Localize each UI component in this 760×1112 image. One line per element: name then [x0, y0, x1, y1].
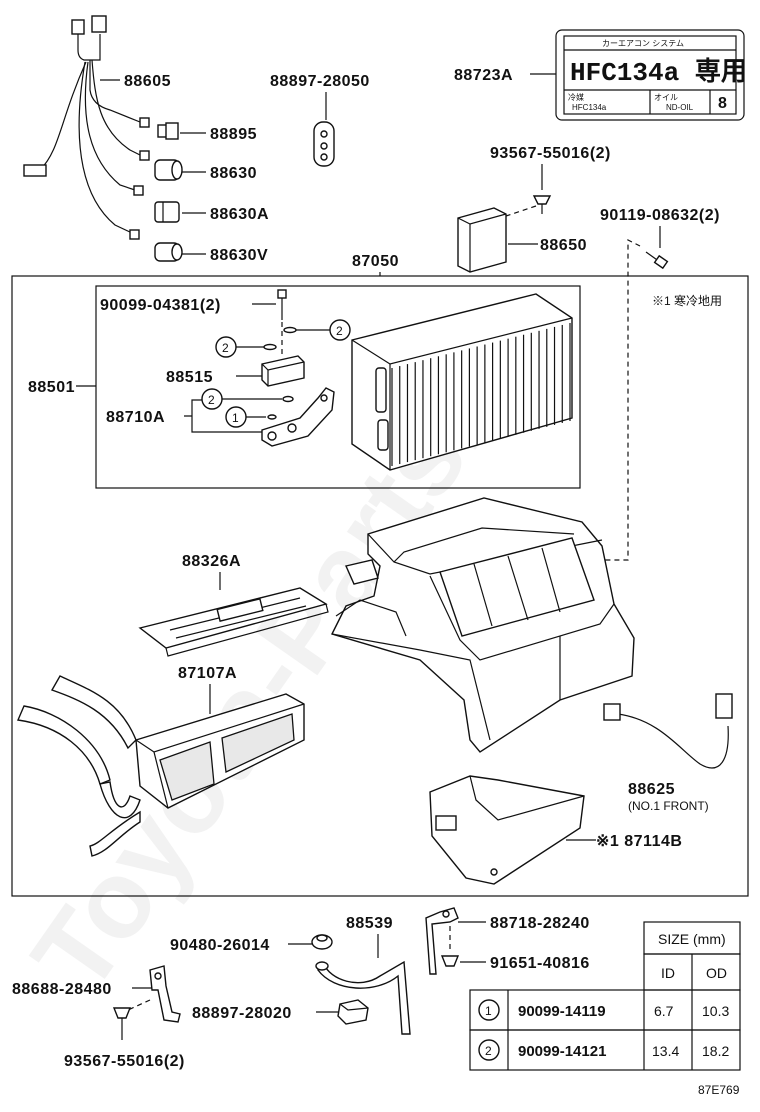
- size-row-1-part: 90099-14119: [518, 1003, 606, 1020]
- size-row-2-part: 90099-14121: [518, 1043, 606, 1060]
- clip-88897-28020[interactable]: [337, 999, 369, 1025]
- bolt-91651[interactable]: [440, 926, 460, 967]
- expansion-valve-88515[interactable]: [261, 355, 305, 387]
- label-88630: 88630: [210, 165, 257, 182]
- cover-87114B[interactable]: [429, 775, 585, 885]
- amplifier-88650[interactable]: [457, 207, 507, 273]
- size-table: SIZE (mm) ID OD 1 90099-14119 6.7 10.3 2…: [469, 921, 741, 1071]
- callout-1-text: 1: [232, 411, 239, 425]
- size-table-title: SIZE (mm): [658, 931, 726, 947]
- label-93567-top: 93567-55016(2): [490, 145, 611, 162]
- size-table-col-id: ID: [661, 965, 675, 981]
- o-ring-callout-2c: 2: [201, 388, 294, 410]
- heater-core-87107A[interactable]: [16, 675, 305, 857]
- filter-88326A[interactable]: [138, 587, 329, 657]
- label-87114B: ※1 87114B: [596, 833, 682, 850]
- label-88630V: 88630V: [210, 247, 268, 264]
- o-ring-callout-1: 1: [225, 406, 277, 428]
- label-90480: 90480-26014: [170, 937, 270, 954]
- wire-harness-88605[interactable]: [23, 15, 150, 240]
- hfc-number: 8: [718, 95, 727, 112]
- label-88515: 88515: [166, 369, 213, 386]
- hfc-main: HFC134a 専用: [570, 57, 747, 88]
- label-88897-28050: 88897-28050: [270, 73, 370, 90]
- size-row-2-no: 2: [485, 1044, 492, 1058]
- label-88723A: 88723A: [454, 67, 513, 84]
- label-93567-bottom: 93567-55016(2): [64, 1053, 185, 1070]
- frame-88501: [95, 285, 581, 489]
- hfc-oil-label: オイル: [654, 93, 678, 102]
- note-cold-region: ※1 寒冷地用: [652, 293, 722, 308]
- grommet-90480[interactable]: [311, 934, 333, 950]
- pipe-fitting-88710A[interactable]: [261, 387, 335, 447]
- callout-2b-text: 2: [222, 341, 229, 355]
- frame-87050: [11, 275, 749, 897]
- size-table-col-od: OD: [706, 965, 727, 981]
- wire-88625[interactable]: [603, 693, 733, 769]
- bolt-90119[interactable]: [645, 251, 669, 270]
- size-row-2-od: 18.2: [702, 1043, 729, 1059]
- connector-88895[interactable]: [157, 122, 179, 140]
- drain-hose-88539[interactable]: [315, 960, 411, 1035]
- label-88895: 88895: [210, 126, 257, 143]
- bolt-90099-04381[interactable]: [277, 289, 287, 320]
- label-88539: 88539: [346, 915, 393, 932]
- bracket-88718[interactable]: [425, 907, 459, 975]
- connector-88630[interactable]: [154, 159, 183, 181]
- connector-88630V[interactable]: [154, 242, 183, 262]
- label-88710A: 88710A: [106, 409, 165, 426]
- label-90119: 90119-08632(2): [600, 207, 720, 224]
- connector-88630A[interactable]: [154, 201, 180, 223]
- o-ring-callout-2b: 2: [215, 336, 277, 358]
- label-87050: 87050: [352, 253, 399, 270]
- label-88897-28020: 88897-28020: [192, 1005, 292, 1022]
- label-88605: 88605: [124, 73, 171, 90]
- hfc-header: カーエアコン システム: [602, 39, 684, 48]
- screw-93567-top[interactable]: [532, 195, 552, 214]
- hfc-refrigerant-label: 冷媒: [568, 92, 584, 102]
- size-row-1-no: 1: [485, 1004, 492, 1018]
- hfc-sticker-88723A[interactable]: カーエアコン システム HFC134a 専用 冷媒 HFC134a オイル ND…: [555, 29, 747, 121]
- hfc-refrigerant-value: HFC134a: [572, 103, 607, 112]
- label-88650: 88650: [540, 237, 587, 254]
- clip-88897-28050[interactable]: [313, 121, 335, 167]
- o-ring-callout-2a: 2: [283, 319, 351, 341]
- screw-93567-bottom[interactable]: [112, 1007, 132, 1040]
- size-row-2-id: 13.4: [652, 1043, 679, 1059]
- drawing-code: 87E769: [698, 1083, 740, 1097]
- label-87107A: 87107A: [178, 665, 237, 682]
- hfc-oil-value: ND-OIL: [666, 103, 694, 112]
- label-88630A: 88630A: [210, 206, 269, 223]
- label-90099-04381: 90099-04381(2): [100, 297, 221, 314]
- heater-case[interactable]: [331, 497, 635, 753]
- size-row-1-od: 10.3: [702, 1003, 729, 1019]
- label-91651: 91651-40816: [490, 955, 590, 972]
- callout-2a-text: 2: [336, 324, 343, 338]
- label-88625: 88625: [628, 781, 675, 798]
- label-88501: 88501: [28, 379, 75, 396]
- label-88625-sub: (NO.1 FRONT): [628, 799, 709, 813]
- label-88718: 88718-28240: [490, 915, 590, 932]
- bracket-88688[interactable]: [149, 965, 181, 1023]
- size-row-1-id: 6.7: [654, 1003, 674, 1019]
- callout-2c-text: 2: [208, 393, 215, 407]
- label-88688: 88688-28480: [12, 981, 112, 998]
- evaporator[interactable]: [351, 293, 573, 471]
- label-88326A: 88326A: [182, 553, 241, 570]
